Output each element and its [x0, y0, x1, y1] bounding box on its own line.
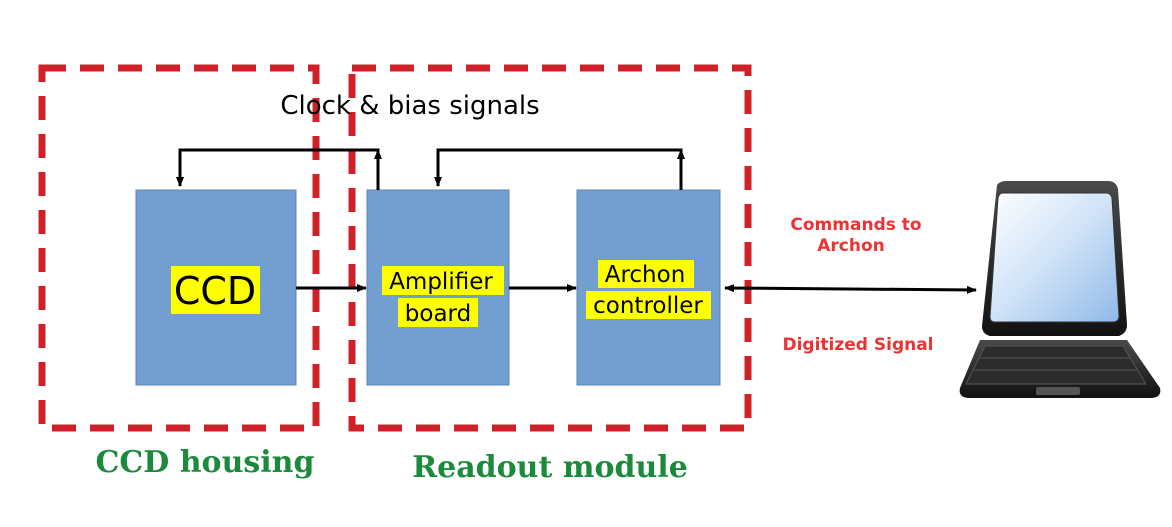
archon-to-amplifier-bias-arrow	[434, 148, 683, 190]
archon-controller-block: Archon controller	[576, 189, 721, 386]
ccd-label: CCD	[174, 269, 256, 313]
amplifier-label-line1: Amplifier	[389, 269, 493, 295]
amplifier-to-ccd-bias-arrow	[176, 148, 380, 190]
laptop-icon	[959, 181, 1161, 398]
archon-label-line2: controller	[593, 293, 703, 319]
ccd-housing-border	[38, 64, 320, 432]
ccd-block: CCD	[135, 189, 297, 386]
digitized-signal-label: Digitized Signal	[782, 335, 933, 355]
ccd-housing-label: CCD housing	[96, 445, 315, 480]
clock-bias-label: Clock & bias signals	[280, 91, 539, 121]
readout-module-border	[348, 64, 752, 432]
archon-computer-link-arrow	[724, 284, 977, 294]
amplifier-board-block: Amplifier board	[366, 189, 510, 386]
amplifier-label-line2: board	[405, 301, 471, 327]
commands-label-line2: Archon	[817, 236, 885, 256]
commands-label-line1: Commands to	[790, 215, 921, 235]
readout-module-label: Readout module	[412, 450, 688, 485]
archon-label-line1: Archon	[605, 262, 686, 288]
